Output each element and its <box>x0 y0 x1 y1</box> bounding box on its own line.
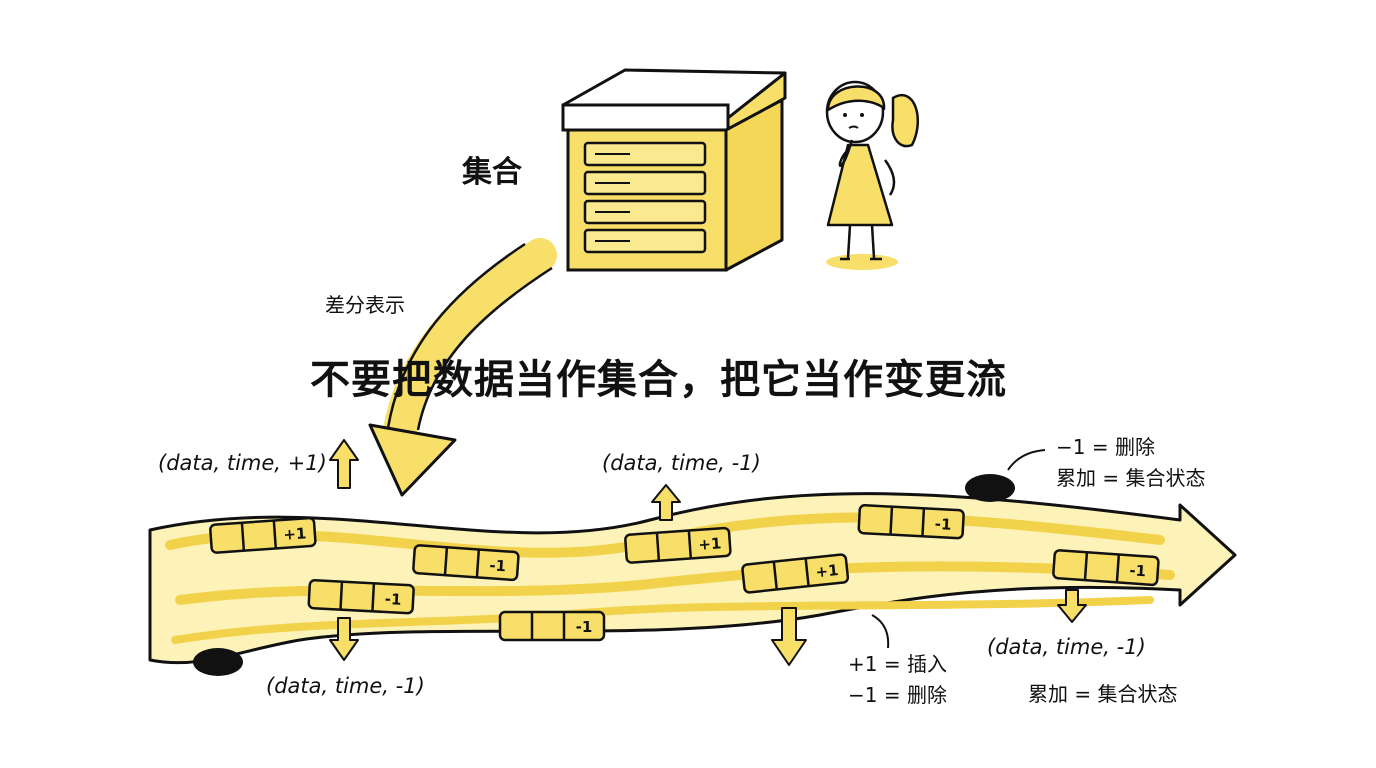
thinking-girl-icon <box>825 80 920 270</box>
up-arrow-icon <box>329 439 359 489</box>
stream-record: +1 <box>209 516 317 554</box>
stream-record-label: -1 <box>934 515 952 534</box>
note-delete: −1 = 删除 <box>848 683 947 707</box>
collection-label: 集合 <box>462 155 522 190</box>
stream-record: -1 <box>1052 549 1160 587</box>
diff-label: 差分表示 <box>325 293 405 317</box>
update-annotation: (data, time, -1) <box>987 635 1146 659</box>
curved-arrow-icon <box>368 238 557 497</box>
stream-record: +1 <box>624 526 732 564</box>
stream-record-label: +1 <box>283 524 307 544</box>
stream-records: +1 -1 -1 -1 +1 +1 -1 -1 <box>209 504 1160 642</box>
down-arrow-icon <box>1057 589 1087 623</box>
stream-record-label: +1 <box>815 561 840 581</box>
up-arrow-icon <box>651 484 681 521</box>
note-insert: +1 = 插入 <box>848 652 947 676</box>
down-arrow-icon <box>329 617 359 661</box>
stream-record: -1 <box>857 504 965 540</box>
update-annotation: (data, time, -1) <box>266 674 425 698</box>
pointer-line <box>1007 449 1046 471</box>
stream-record-label: -1 <box>489 556 507 575</box>
stream-record: -1 <box>498 610 606 642</box>
stream-record: -1 <box>412 544 520 582</box>
page-title: 不要把数据当作集合，把它当作变更流 <box>310 357 1007 403</box>
stream-record-label: -1 <box>384 590 402 609</box>
pointer-line <box>871 614 890 649</box>
note-accumulate: 累加 = 集合状态 <box>1056 466 1206 490</box>
storage-box-icon <box>561 68 787 272</box>
stream-record-label: -1 <box>1129 561 1147 580</box>
stream-record-label: -1 <box>576 618 593 636</box>
note-accumulate: 累加 = 集合状态 <box>1028 682 1178 706</box>
stream-record: +1 <box>741 553 850 594</box>
note-delete: −1 = 删除 <box>1056 435 1155 459</box>
stream-record-label: +1 <box>698 534 722 554</box>
update-annotation: (data, time, +1) <box>158 451 327 475</box>
down-arrow-icon <box>771 607 807 666</box>
update-annotation: (data, time, -1) <box>602 451 761 475</box>
stream-record: -1 <box>307 579 415 615</box>
